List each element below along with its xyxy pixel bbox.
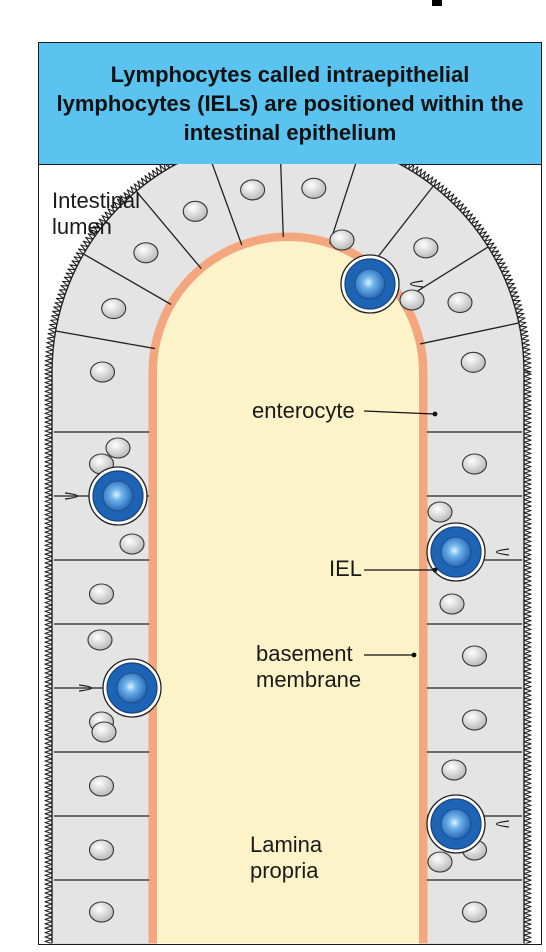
enterocyte-nucleus bbox=[441, 759, 467, 781]
lamina-propria-line1: Lamina bbox=[250, 832, 323, 857]
enterocyte-cells bbox=[54, 164, 522, 944]
iel-membrane-tail bbox=[64, 492, 79, 500]
enterocyte-nucleus bbox=[88, 583, 115, 605]
lumen-label-line1: Intestinal bbox=[52, 188, 141, 213]
cell-border bbox=[329, 164, 357, 244]
enterocyte-nucleus bbox=[88, 775, 115, 797]
enterocyte-leader-line bbox=[363, 410, 435, 415]
enterocyte-nucleus bbox=[461, 453, 488, 475]
enterocyte-nucleus bbox=[240, 179, 266, 201]
iel-label: IEL bbox=[329, 556, 363, 581]
basement-membrane-label: basement membrane bbox=[256, 641, 361, 693]
enterocyte-nucleus bbox=[427, 501, 453, 523]
iel-membrane-tail bbox=[78, 684, 93, 692]
cell-border bbox=[211, 164, 243, 246]
iel-cell bbox=[426, 522, 510, 582]
enterocyte-nucleus bbox=[87, 629, 113, 651]
enterocyte-nucleus bbox=[447, 291, 473, 314]
basement-membrane-line2: membrane bbox=[256, 667, 362, 692]
enterocyte-nucleus bbox=[461, 709, 488, 731]
enterocyte-nucleus bbox=[301, 177, 327, 199]
enterocyte-nucleus bbox=[133, 242, 159, 264]
basement-membrane-leader-dot bbox=[411, 652, 417, 658]
enterocyte-nucleus bbox=[105, 437, 131, 459]
basement-membrane-line1: basement bbox=[256, 641, 353, 666]
iel-membrane-tail bbox=[409, 280, 424, 288]
enterocyte-nucleus bbox=[413, 237, 439, 259]
enterocyte-nucleus bbox=[88, 839, 115, 861]
iel-nucleus bbox=[440, 536, 472, 568]
enterocyte-label: enterocyte bbox=[252, 398, 355, 423]
cell-border bbox=[135, 190, 202, 270]
iel-membrane-tail bbox=[495, 548, 510, 556]
lamina-propria-line2: propria bbox=[250, 858, 319, 883]
enterocyte-nucleus bbox=[461, 901, 488, 923]
enterocyte-nucleus bbox=[119, 533, 145, 555]
iel-nucleus bbox=[440, 808, 472, 840]
lumen-label-line2: lumen bbox=[52, 214, 112, 239]
label-leader-lines bbox=[363, 410, 438, 658]
lamina-propria bbox=[157, 241, 419, 944]
enterocyte-nucleus bbox=[461, 645, 488, 667]
iel-cell bbox=[64, 466, 148, 526]
basement-membrane bbox=[148, 232, 428, 944]
iel-membrane-tail bbox=[495, 820, 510, 828]
cell-border bbox=[280, 164, 284, 238]
iel-nucleus bbox=[116, 672, 148, 704]
enterocyte-nucleus bbox=[399, 289, 425, 311]
enterocyte-nucleus bbox=[91, 721, 117, 743]
iel-cell bbox=[78, 658, 162, 718]
enterocyte-nucleus bbox=[101, 298, 127, 320]
enterocyte-nucleus bbox=[329, 229, 355, 251]
basement-membrane-stroke bbox=[148, 232, 428, 944]
cell-border bbox=[55, 330, 156, 350]
lamina-propria-fill bbox=[157, 241, 419, 944]
iel-cells bbox=[64, 254, 510, 854]
cell-border bbox=[83, 253, 172, 306]
cell-border bbox=[419, 322, 519, 345]
enterocyte-nucleus bbox=[427, 851, 453, 873]
iel-cell bbox=[340, 254, 424, 314]
lamina-propria-label: Lamina propria bbox=[250, 832, 322, 884]
iel-leader-dot bbox=[432, 567, 438, 573]
intestinal-lumen-label: Intestinal lumen bbox=[52, 188, 140, 240]
enterocyte-nucleus bbox=[88, 901, 115, 923]
enterocyte-nucleus bbox=[439, 593, 465, 615]
iel-nucleus bbox=[354, 268, 386, 300]
microvilli-line bbox=[44, 164, 532, 944]
enterocyte-nucleus bbox=[89, 361, 116, 383]
enterocyte-nucleus bbox=[182, 200, 208, 222]
iel-nucleus bbox=[102, 480, 134, 512]
enterocyte-nucleus bbox=[460, 351, 486, 373]
cell-border bbox=[370, 185, 434, 267]
microvilli-brush-border bbox=[44, 164, 532, 944]
iel-cell bbox=[426, 794, 510, 854]
figure-title: Lymphocytes called intraepithelial lymph… bbox=[56, 62, 524, 145]
figure-header: Lymphocytes called intraepithelial lymph… bbox=[39, 43, 541, 165]
enterocyte-leader-dot bbox=[432, 411, 438, 417]
top-tick-mark bbox=[432, 0, 442, 6]
